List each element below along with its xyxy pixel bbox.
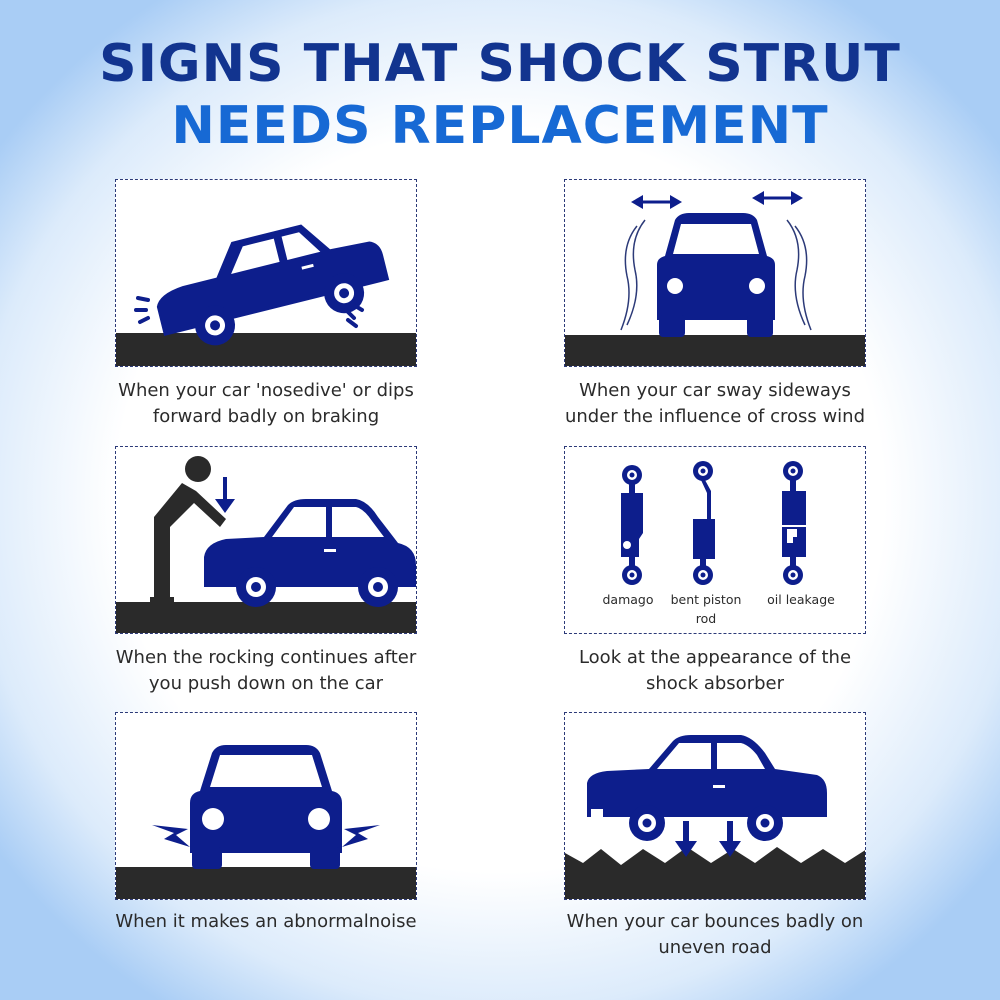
panel-sway	[564, 179, 866, 367]
panel-push-rocking	[115, 446, 417, 634]
label-bent-line2: rod	[696, 611, 716, 626]
caption-nosedive: When your car 'nosedive' or dips forward…	[118, 380, 414, 427]
label-bent-line1: bent piston	[671, 592, 742, 607]
title-line-1: SIGNS THAT SHOCK STRUT	[99, 34, 901, 94]
panel-shock-absorber: damago bent piston rod oil leakage	[564, 446, 866, 634]
panel-noise	[115, 712, 417, 900]
car-nosedive-icon	[116, 224, 416, 366]
panel-bounce	[564, 712, 866, 900]
shock-absorber-icon: damago bent piston rod oil leakage	[602, 461, 835, 626]
caption-push-rocking: When the rocking continues after you pus…	[115, 647, 417, 694]
label-oil-leakage: oil leakage	[767, 592, 835, 607]
caption-shock-absorber: Look at the appearance of the shock abso…	[578, 647, 852, 694]
caption-sway: When your car sway sideways under the in…	[564, 380, 866, 427]
panel-nosedive	[115, 179, 417, 367]
caption-noise: When it makes an abnormalnoise	[115, 911, 417, 932]
car-bounce-icon	[565, 735, 865, 899]
label-damage: damago	[602, 592, 653, 607]
title-line-2: NEEDS REPLACEMENT	[171, 96, 829, 156]
caption-bounce: When your car bounces badly on uneven ro…	[566, 911, 864, 958]
car-sway-icon	[565, 191, 865, 366]
car-push-rocking-icon	[116, 456, 416, 633]
car-noise-icon	[116, 745, 416, 899]
